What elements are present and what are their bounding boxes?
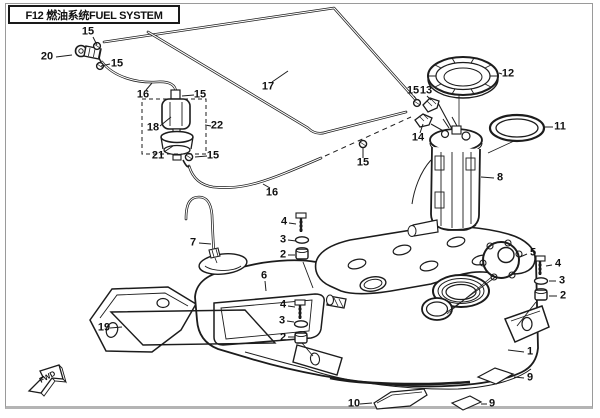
heat-shield-pad-19 xyxy=(109,309,277,346)
dashed-connection-pump xyxy=(324,116,412,157)
fuel-hose-16 xyxy=(187,156,323,189)
callout-leader-lines xyxy=(55,36,557,405)
fwd-direction-arrow: FWD xyxy=(27,364,67,397)
fuel-filter xyxy=(161,89,191,135)
fuel-cap xyxy=(446,239,523,315)
seal-ring xyxy=(487,113,546,154)
title-box: F12 燃油系统FUEL SYSTEM xyxy=(8,5,180,24)
page-title: F12 燃油系统FUEL SYSTEM xyxy=(25,9,163,22)
rubber-pad-9a xyxy=(476,367,515,385)
rubber-pad-10 xyxy=(373,388,428,410)
filter-kit-dashed-box xyxy=(141,98,207,155)
fuel-hose-17 xyxy=(146,30,408,135)
page-border-frame xyxy=(5,3,593,409)
pump-elbow-fittings xyxy=(414,97,453,134)
bolt-set-left-lower xyxy=(293,299,314,357)
vent-hose-over-frame xyxy=(102,6,417,101)
pump-lock-ring xyxy=(427,56,499,99)
fuel-pump-assembly xyxy=(407,116,483,237)
hose-fitting-to-filter xyxy=(100,60,178,95)
filter-cup xyxy=(160,130,194,168)
hose-clamps xyxy=(92,41,422,162)
bolt-set-right xyxy=(516,255,549,327)
tank-mount-bracket xyxy=(89,286,198,353)
fuel-tank xyxy=(194,225,550,390)
rubber-pad-9b xyxy=(450,395,483,411)
bolt-set-left-upper xyxy=(294,212,314,289)
